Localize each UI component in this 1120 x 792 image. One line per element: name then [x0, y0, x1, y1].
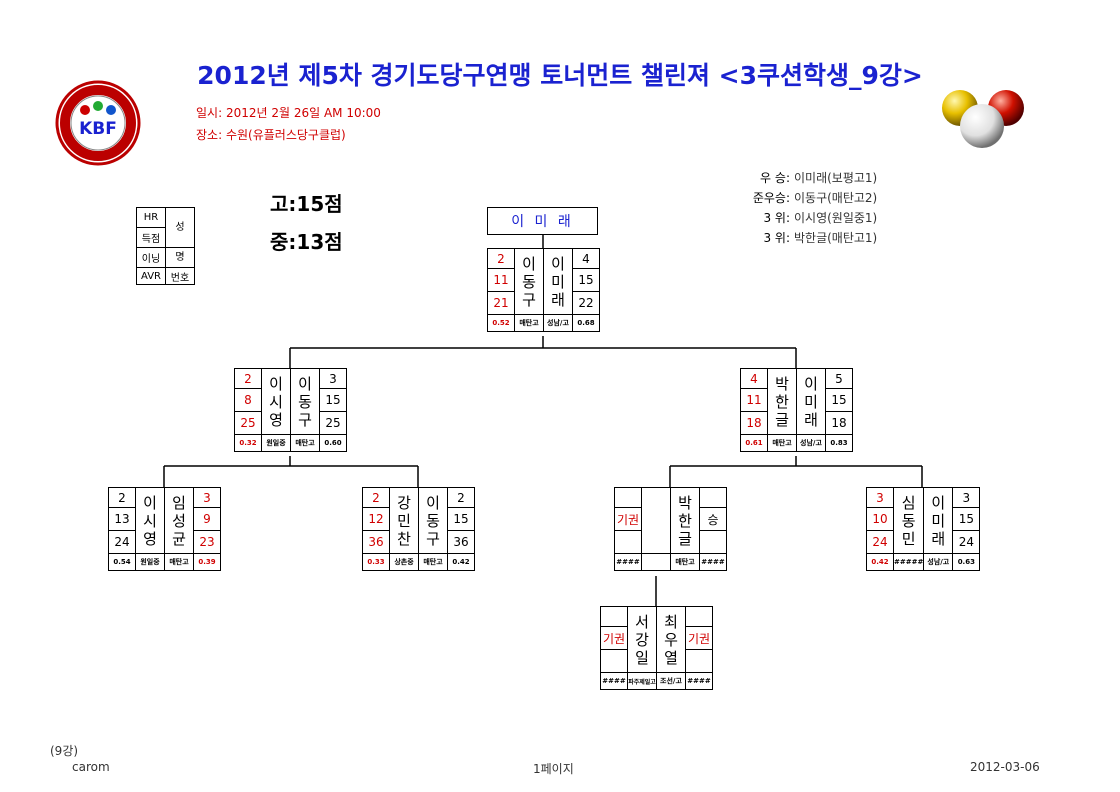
- footer-page: 1페이지: [533, 760, 574, 777]
- player-name: [642, 488, 671, 554]
- footer-tag: (9강): [50, 742, 78, 759]
- footer-date: 2012-03-06: [970, 760, 1040, 774]
- footer-app: carom: [72, 760, 110, 774]
